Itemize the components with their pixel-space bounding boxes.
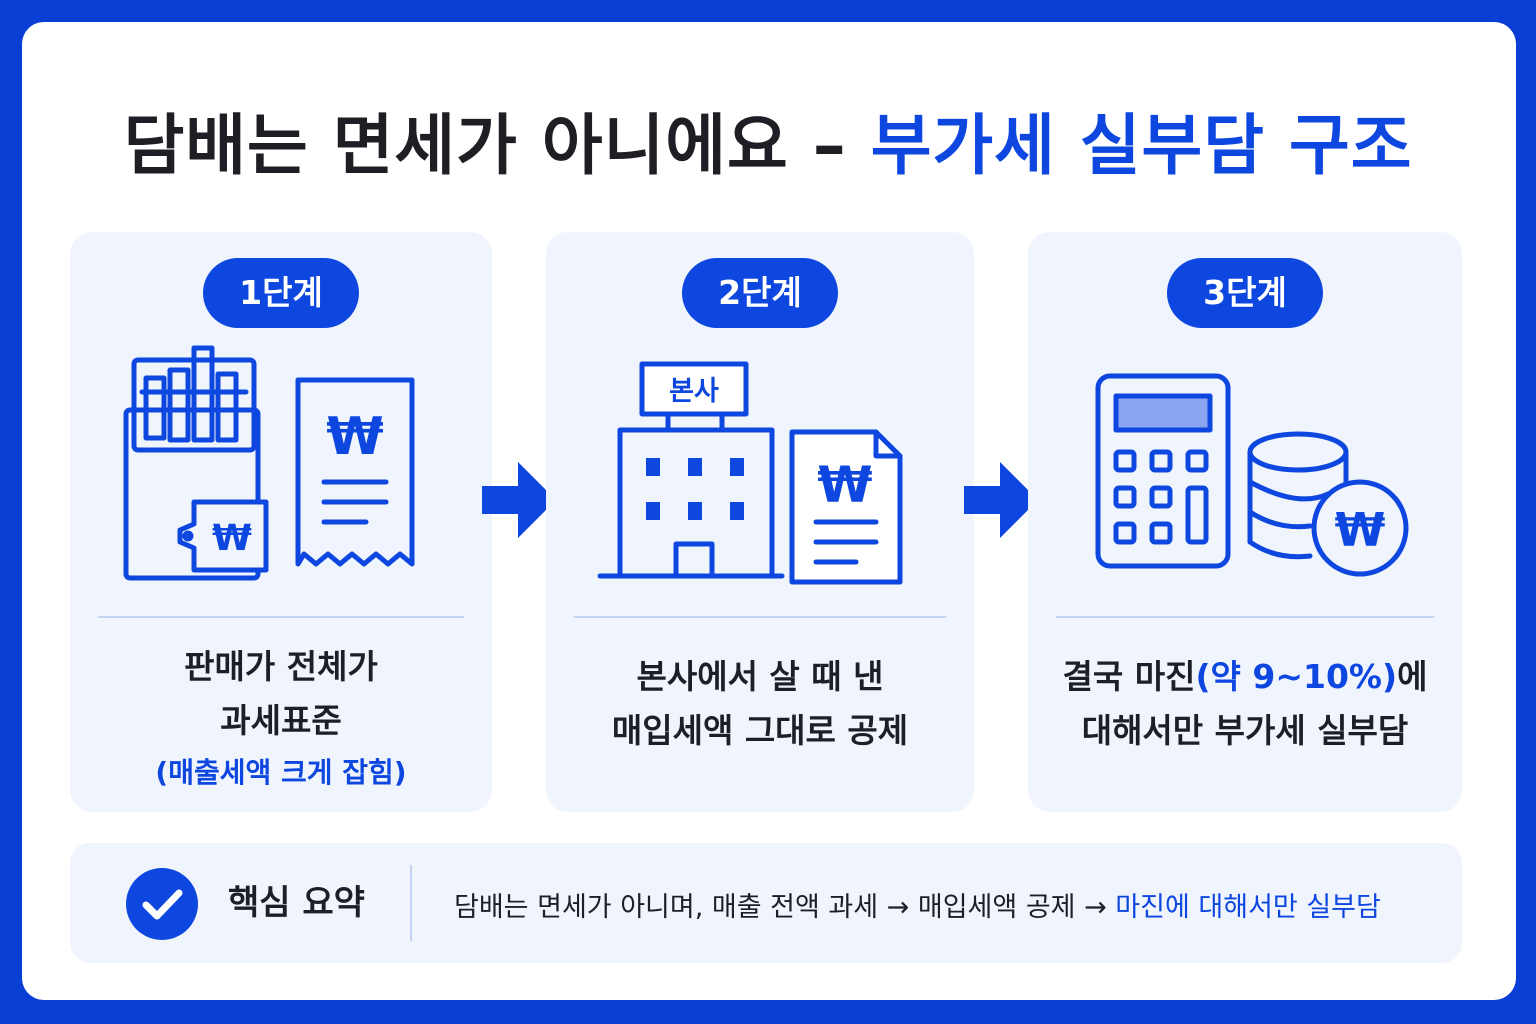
step-2-divider bbox=[574, 616, 946, 618]
step-3-line-2: 대해서만 부가세 실부담 bbox=[1081, 711, 1409, 750]
summary-divider bbox=[410, 865, 412, 941]
title-main: 담배는 면세가 아니에요 – bbox=[123, 107, 847, 184]
step-3-margin-highlight: (약 9~10%) bbox=[1195, 657, 1398, 696]
step-3-illustration: ₩ bbox=[1095, 373, 1409, 577]
step-2-line-2: 매입세액 그대로 공제 bbox=[611, 711, 909, 750]
step-1-divider bbox=[98, 616, 464, 618]
cigarette-pack-icon bbox=[123, 345, 261, 581]
check-circle-icon bbox=[126, 868, 198, 940]
step-1-line-2: 과세표준 bbox=[220, 701, 342, 740]
step-3-line-1-b: 에 bbox=[1397, 657, 1428, 696]
step-1-badge: 1단계 bbox=[203, 258, 359, 328]
summary-bar: 핵심 요약 담배는 면세가 아니며, 매출 전액 과세 → 매입세액 공제 → … bbox=[70, 843, 1462, 963]
svg-text:₩: ₩ bbox=[817, 456, 872, 514]
arrow-right-icon bbox=[964, 462, 1038, 538]
svg-text:₩: ₩ bbox=[212, 518, 252, 559]
step-3-badge: 3단계 bbox=[1167, 258, 1323, 328]
invoice-icon: ₩ bbox=[789, 429, 903, 585]
summary-highlight: 마진에 대해서만 실부담 bbox=[1115, 892, 1381, 923]
svg-text:₩: ₩ bbox=[1335, 503, 1386, 557]
arrow-right-icon bbox=[482, 462, 556, 538]
svg-text:₩: ₩ bbox=[326, 407, 383, 467]
step-1-description: 판매가 전체가 과세표준 (매출세액 크게 잡힘) bbox=[70, 640, 492, 798]
step-3-line-1: 결국 마진(약 9~10%)에 bbox=[1028, 650, 1462, 704]
building-sign: 본사 bbox=[669, 376, 719, 407]
step-2-badge: 2단계 bbox=[682, 258, 838, 328]
summary-label: 핵심 요약 bbox=[228, 883, 365, 923]
calculator-icon bbox=[1095, 373, 1231, 569]
step-1-note: (매출세액 크게 잡힘) bbox=[155, 756, 407, 789]
step-2-illustration: ₩ 본사 bbox=[597, 361, 903, 585]
step-3-description: 결국 마진(약 9~10%)에 대해서만 부가세 실부담 bbox=[1028, 650, 1462, 758]
step-1-panel: 1단계 ₩ ₩ bbox=[70, 232, 492, 812]
receipt-icon: ₩ bbox=[295, 377, 415, 567]
step-3-panel: 3단계 bbox=[1028, 232, 1462, 812]
step-3-divider bbox=[1056, 616, 1434, 618]
step-1-illustration: ₩ ₩ bbox=[123, 345, 415, 581]
step-2-panel: 2단계 ₩ bbox=[546, 232, 974, 812]
summary-text-main: 담배는 면세가 아니며, 매출 전액 과세 → 매입세액 공제 → bbox=[454, 892, 1116, 923]
page-title: 담배는 면세가 아니에요 – 부가세 실부담 구조 bbox=[0, 92, 1536, 188]
price-tag-icon: ₩ bbox=[177, 499, 269, 573]
step-2-description: 본사에서 살 때 낸 매입세액 그대로 공제 bbox=[546, 650, 974, 758]
step-3-line-1-a: 결국 마진 bbox=[1062, 657, 1196, 696]
building-icon bbox=[597, 361, 785, 579]
step-1-line-1: 판매가 전체가 bbox=[184, 647, 378, 686]
summary-text: 담배는 면세가 아니며, 매출 전액 과세 → 매입세액 공제 → 마진에 대해… bbox=[454, 885, 1381, 924]
title-highlight: 부가세 실부담 구조 bbox=[870, 107, 1413, 184]
coin-stack-icon bbox=[1247, 431, 1349, 560]
step-2-line-1: 본사에서 살 때 낸 bbox=[636, 657, 884, 696]
won-coin-icon: ₩ bbox=[1311, 479, 1409, 577]
